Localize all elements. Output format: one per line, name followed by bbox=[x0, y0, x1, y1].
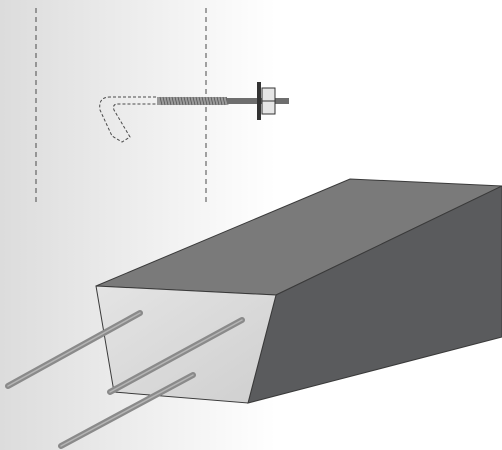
rebar-2-highlight bbox=[109, 319, 243, 393]
thread-line bbox=[192, 96, 196, 106]
thread-line bbox=[195, 96, 199, 106]
thread-line bbox=[207, 96, 211, 106]
thread-line bbox=[174, 96, 178, 106]
thread-line bbox=[204, 96, 208, 106]
rebars bbox=[5, 310, 245, 449]
thread-line bbox=[165, 96, 169, 106]
thread-line bbox=[189, 96, 193, 106]
thread-line bbox=[177, 96, 181, 106]
anchor-washer bbox=[257, 82, 261, 120]
anchor-thread-lines bbox=[159, 96, 229, 106]
anchor-hook-outline bbox=[99, 96, 156, 143]
thread-line bbox=[159, 96, 163, 106]
thread-line bbox=[186, 96, 190, 106]
thread-line bbox=[168, 96, 172, 106]
thread-line bbox=[222, 96, 226, 106]
thread-line bbox=[210, 96, 214, 106]
thread-line bbox=[219, 96, 223, 106]
rebar-3-highlight bbox=[60, 374, 194, 447]
thread-line bbox=[216, 96, 220, 106]
thread-line bbox=[171, 96, 175, 106]
thread-line bbox=[198, 96, 202, 106]
thread-line bbox=[162, 96, 166, 106]
thread-line bbox=[183, 96, 187, 106]
rebar-1-highlight bbox=[7, 312, 141, 387]
anchor-thread bbox=[157, 97, 227, 105]
thread-line bbox=[213, 96, 217, 106]
hooked-anchor-bolt bbox=[99, 82, 289, 143]
thread-line bbox=[201, 96, 205, 106]
thread-line bbox=[180, 96, 184, 106]
